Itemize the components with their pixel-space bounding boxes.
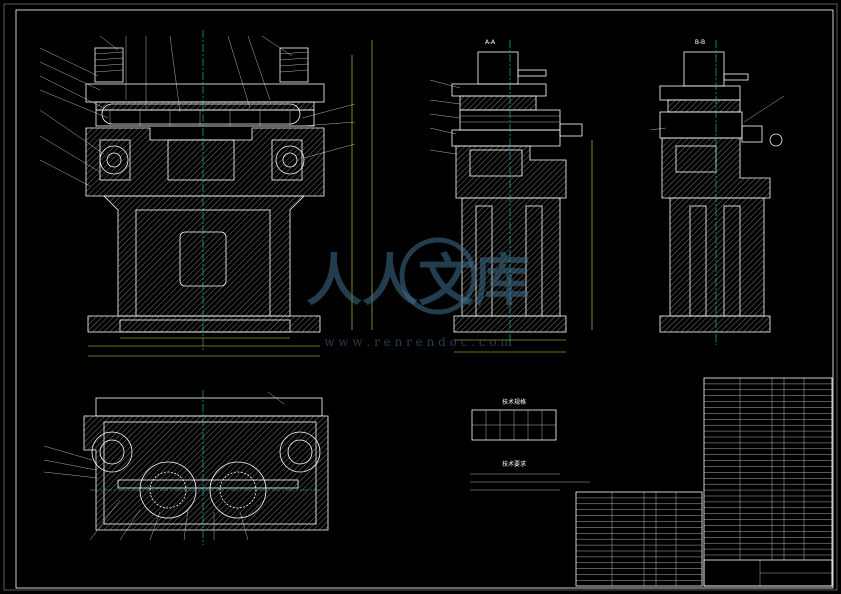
drawing-frame [3, 3, 838, 591]
section-a-a-label: A-A [485, 39, 496, 46]
drawing-border [15, 9, 834, 589]
parts-list-lower [575, 491, 703, 587]
tech-specs-table: 技术规格 技术要求 [470, 398, 590, 491]
tech-specs-title: 技术规格 [502, 398, 526, 406]
section-b-b-label: B-B [695, 39, 705, 46]
tech-requirements-title: 技术要求 [502, 460, 526, 468]
watermark-logo-icon [399, 237, 477, 315]
watermark: 人人文库 w w w . r e n r e n d o c . c o m [306, 237, 530, 349]
front-view [39, 30, 373, 357]
watermark-url: w w w . r e n r e n d o c . c o m [324, 335, 512, 349]
top-view [43, 390, 329, 545]
watermark-logo: 人人文库 [306, 248, 530, 314]
parts-list-upper [703, 377, 833, 587]
section-b-b-view: B-B [649, 39, 785, 345]
section-a-a-view: A-A [429, 39, 593, 353]
